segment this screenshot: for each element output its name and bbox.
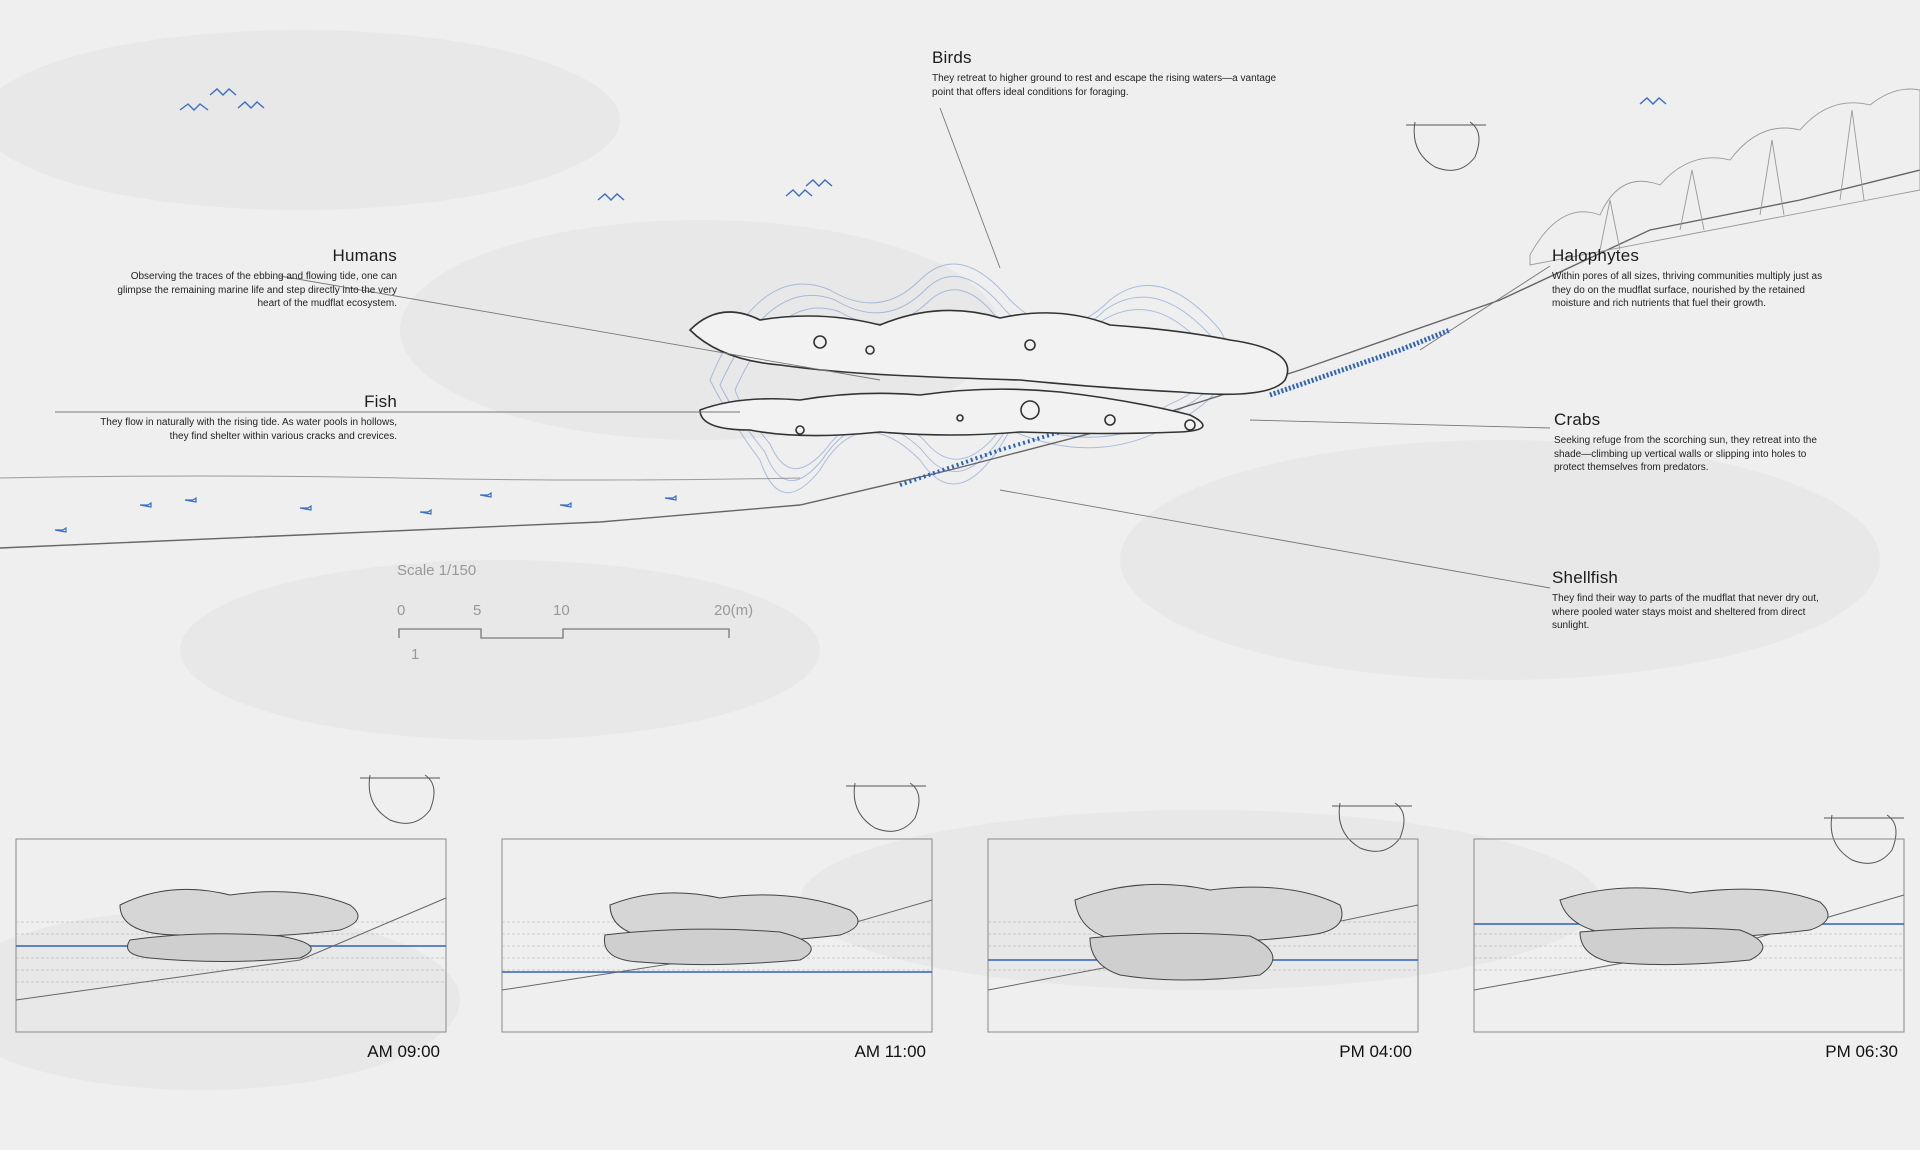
crabs-text-line: protect themselves from predators. (1554, 462, 1709, 473)
humans-text: Observing the traces of the ebbing and f… (50, 270, 397, 311)
crabs-text-line: shade—climbing up vertical walls or slip… (1554, 448, 1807, 460)
halophytes-text-line: moisture and rich nutrients that fuel th… (1552, 298, 1766, 309)
shellfish-text: They find their way to parts of the mudf… (1552, 592, 1902, 633)
fish-text-line: They flow in naturally with the rising t… (100, 417, 397, 428)
birds-text-line: point that offers ideal conditions for f… (932, 86, 1129, 98)
annotation-leaders (55, 107, 1551, 589)
birds-text: They retreat to higher ground to rest an… (932, 72, 1352, 99)
crabs-annotation: Crabs Seeking refuge from the scorching … (1554, 410, 1894, 475)
crabs-text: Seeking refuge from the scorching sun, t… (1554, 434, 1894, 475)
upper-structure-body (688, 309, 1289, 396)
key-plan-icons (360, 121, 1904, 864)
mudflat-structure (688, 309, 1289, 437)
humans-title: Humans (332, 246, 397, 265)
scale-title: Scale 1/150 (397, 562, 477, 579)
fish-annotation: Fish They flow in naturally with the ris… (40, 392, 397, 443)
halophytes-annotation: Halophytes Within pores of all sizes, th… (1552, 246, 1902, 311)
lower-structure-body (699, 388, 1204, 437)
shellfish-text-line: sunlight. (1552, 620, 1590, 631)
fish-text: They flow in naturally with the rising t… (40, 416, 397, 443)
tree-line (1529, 88, 1920, 266)
bird-icons (179, 88, 1667, 201)
shellfish-title: Shellfish (1552, 568, 1619, 587)
shellfish-annotation: Shellfish They find their way to parts o… (1552, 568, 1902, 633)
fish-text-line: they find shelter within various cracks … (169, 430, 397, 442)
watercolor-background (0, 30, 1880, 1090)
halophytes-text-line: they do on the mudflat surface, nourishe… (1552, 284, 1805, 296)
crabs-title: Crabs (1554, 410, 1601, 429)
humans-text-line: Observing the traces of the ebbing and f… (130, 271, 397, 282)
crabs-text-line: Seeking refuge from the scorching sun, t… (1554, 435, 1817, 446)
halophytes-text-line: Within pores of all sizes, thriving comm… (1552, 271, 1823, 282)
halophyte-band (1269, 327, 1451, 398)
scale-tick: 20(m) (714, 602, 754, 619)
time-label-1830: PM 06:30 (1825, 1042, 1898, 1061)
scale-tick: 10 (553, 602, 570, 619)
birds-text-line: They retreat to higher ground to rest an… (932, 73, 1277, 84)
time-label-0900: AM 09:00 (367, 1042, 440, 1061)
humans-text-line: heart of the mudflat ecosystem. (257, 298, 397, 309)
water-surface-line (0, 475, 801, 481)
birds-annotation: Birds They retreat to higher ground to r… (932, 48, 1352, 99)
halophytes-text: Within pores of all sizes, thriving comm… (1552, 270, 1902, 311)
shellfish-text-line: where pooled water stays moist and shelt… (1552, 606, 1806, 618)
scale-sub-tick: 1 (411, 646, 420, 663)
humans-annotation: Humans Observing the traces of the ebbin… (50, 246, 397, 311)
fish-icons (54, 491, 677, 533)
humans-text-line: glimpse the remaining marine life and st… (117, 284, 397, 296)
scale-tick: 0 (397, 602, 406, 619)
fish-title: Fish (364, 392, 397, 411)
halophytes-title: Halophytes (1552, 246, 1640, 265)
scale-bar (398, 628, 730, 639)
time-label-1600: PM 04:00 (1339, 1042, 1412, 1061)
shellfish-text-line: They find their way to parts of the mudf… (1552, 593, 1819, 604)
time-label-1100: AM 11:00 (854, 1042, 926, 1061)
scale-tick: 5 (473, 602, 482, 619)
birds-title: Birds (932, 48, 972, 67)
